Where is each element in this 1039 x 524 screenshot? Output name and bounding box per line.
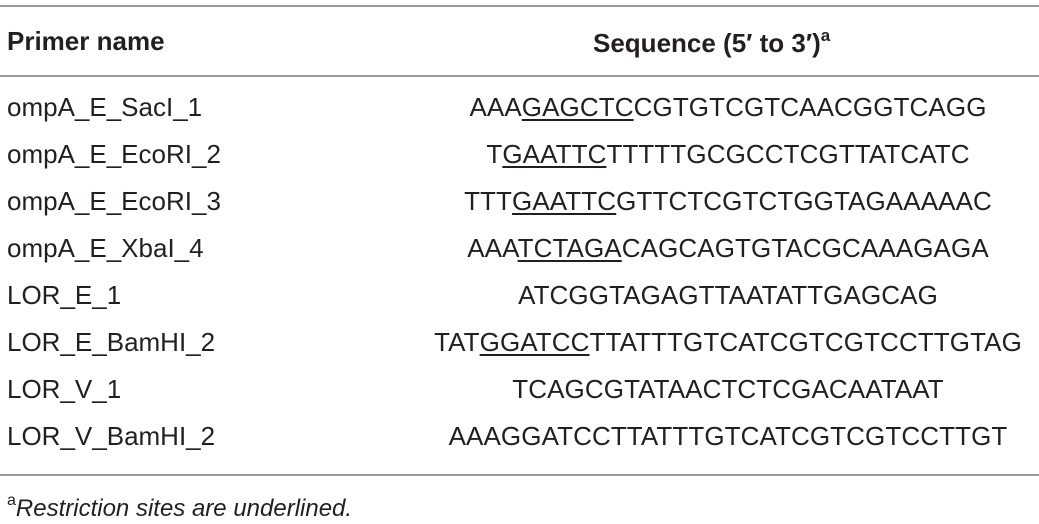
seq-suffix: CAGCAGTGTACGCAAAGAGA	[621, 233, 989, 263]
seq-suffix: TTATTTGTCATCGTCGTCCTTGTAG	[589, 327, 1022, 357]
primer-name: ompA_E_EcoRI_2	[7, 139, 221, 169]
table-row: LOR_V_1 TCAGCGTATAACTCTCGACAATAAT	[0, 374, 1039, 421]
seq-prefix: ATCGGTAGAGTTAATATTGAGCAG	[518, 280, 938, 310]
bottom-rule	[0, 474, 1039, 476]
seq-prefix: AAA	[467, 233, 518, 263]
table-row: ompA_E_SacI_1 AAAGAGCTCCGTGTCGTCAACGGTCA…	[0, 92, 1039, 139]
table-row: LOR_E_1 ATCGGTAGAGTTAATATTGAGCAG	[0, 280, 1039, 327]
header-sequence-label: Sequence (5′ to 3′)	[593, 28, 821, 58]
primer-name: LOR_V_BamHI_2	[7, 421, 216, 451]
table-row: ompA_E_XbaI_4 AAATCTAGACAGCAGTGTACGCAAAG…	[0, 233, 1039, 280]
table-row: LOR_V_BamHI_2 AAAGGATCCTTATTTGTCATCGTCGT…	[0, 421, 1039, 468]
primer-name: LOR_E_1	[7, 280, 122, 310]
seq-suffix: CGTGTCGTCAACGGTCAGG	[633, 92, 987, 122]
seq-prefix: TAT	[434, 327, 480, 357]
table-header: Primer name Sequence (5′ to 3′)a	[0, 22, 1039, 62]
primer-name: ompA_E_SacI_1	[7, 92, 203, 122]
seq-prefix: T	[486, 139, 503, 169]
table-footnote: aRestriction sites are underlined.	[7, 492, 352, 523]
primer-sequence: TGAATTCTTTTTGCGCCTCGTTATCATC	[420, 139, 1036, 170]
primer-sequence: TATGGATCCTTATTTGTCATCGTCGTCCTTGTAG	[420, 327, 1036, 358]
primer-sequence: AAATCTAGACAGCAGTGTACGCAAAGAGA	[420, 233, 1036, 264]
primer-name: ompA_E_EcoRI_3	[7, 186, 221, 216]
header-sequence-footnote-marker: a	[820, 26, 831, 45]
header-sequence: Sequence (5′ to 3′)a	[593, 26, 830, 59]
primer-name: ompA_E_XbaI_4	[7, 233, 204, 263]
primer-name: LOR_E_BamHI_2	[7, 327, 216, 357]
primer-sequence: AAAGAGCTCCGTGTCGTCAACGGTCAGG	[420, 92, 1036, 123]
seq-prefix: AAAGGATCCTTATTTGTCATCGTCGTCCTTGT	[448, 421, 1008, 451]
primer-sequence: TCAGCGTATAACTCTCGACAATAAT	[420, 374, 1036, 405]
header-rule	[0, 75, 1039, 77]
restriction-site: GGATCC	[479, 327, 590, 357]
seq-suffix: TTTTTGCGCCTCGTTATCATC	[606, 139, 970, 169]
primer-sequence: ATCGGTAGAGTTAATATTGAGCAG	[420, 280, 1036, 311]
restriction-site: GAATTC	[502, 139, 607, 169]
table-body: ompA_E_SacI_1 AAAGAGCTCCGTGTCGTCAACGGTCA…	[0, 92, 1039, 468]
table-row: LOR_E_BamHI_2 TATGGATCCTTATTTGTCATCGTCGT…	[0, 327, 1039, 374]
table-row: ompA_E_EcoRI_2 TGAATTCTTTTTGCGCCTCGTTATC…	[0, 139, 1039, 186]
table-row: ompA_E_EcoRI_3 TTTGAATTCGTTCTCGTCTGGTAGA…	[0, 186, 1039, 233]
footnote-marker: a	[7, 492, 16, 509]
top-rule	[0, 5, 1039, 7]
seq-prefix: TTT	[464, 186, 513, 216]
seq-prefix: AAA	[469, 92, 522, 122]
restriction-site: GAGCTC	[521, 92, 634, 122]
primer-sequence: AAAGGATCCTTATTTGTCATCGTCGTCCTTGT	[420, 421, 1036, 452]
primer-name: LOR_V_1	[7, 374, 122, 404]
seq-suffix: GTTCTCGTCTGGTAGAAAAAC	[616, 186, 992, 216]
primer-sequence: TTTGAATTCGTTCTCGTCTGGTAGAAAAAC	[420, 186, 1036, 217]
restriction-site: GAATTC	[512, 186, 617, 216]
restriction-site: TCTAGA	[517, 233, 622, 263]
seq-prefix: TCAGCGTATAACTCTCGACAATAAT	[512, 374, 944, 404]
header-primer-name: Primer name	[7, 26, 165, 56]
footnote-text: Restriction sites are underlined.	[15, 495, 353, 522]
